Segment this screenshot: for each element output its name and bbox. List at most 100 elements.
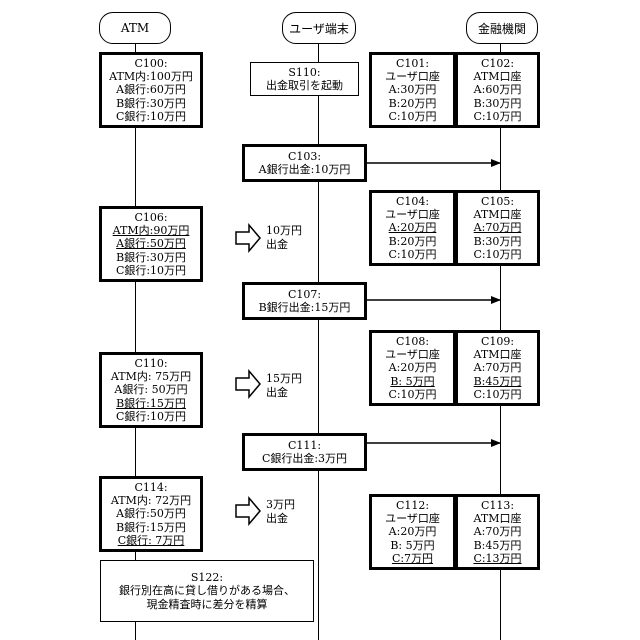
atm-total: ATM内: 72万円 [111,494,191,507]
step-id: S122: [191,571,223,584]
step-id: C100: [134,57,167,70]
bank-b-balance: B:30万円 [474,235,522,248]
cash-out-label: 出金 [266,238,302,252]
account-title: ユーザ口座 [385,70,440,83]
c105-atm-account: C105: ATM口座 A:70万円 B:30万円 C:10万円 [455,190,540,266]
bank-c-balance: C銀行: 7万円 [118,534,185,547]
atm-total: ATM内: 75万円 [111,370,191,383]
c106-atm-balance: C106: ATM内:90万円 A銀行:50万円 B銀行:30万円 C銀行:10… [99,206,203,282]
step-id: C107: [288,288,321,301]
bank-b-balance: B:45万円 [474,539,522,552]
step-text: A銀行出金:10万円 [259,163,351,176]
bank-a-balance: A:20万円 [389,525,437,538]
account-title: ATM口座 [474,512,522,525]
bank-c-balance: C:10万円 [473,388,521,401]
bank-b-balance: B銀行:30万円 [116,251,186,264]
cash-out-amount: 3万円 [266,498,295,512]
bank-c-balance: C:10万円 [388,388,436,401]
cash-out-amount: 10万円 [266,224,302,238]
step-id: C111: [288,439,321,452]
c100-atm-balance: C100: ATM内:100万円 A銀行:60万円 B銀行:30万円 C銀行:1… [99,52,203,128]
step-text: B銀行出金:15万円 [259,301,351,314]
step-text: C銀行出金:3万円 [262,452,347,465]
bank-a-balance: A銀行:50万円 [116,507,186,520]
cash-out-note: 10万円 出金 [266,224,302,251]
step-id: C106: [134,211,167,224]
step-id: C103: [288,150,321,163]
bank-c-balance: C:10万円 [388,248,436,261]
bank-c-balance: C:7万円 [392,552,433,565]
step-id: S110: [288,66,320,79]
cash-out-amount: 15万円 [266,372,302,386]
step-id: C113: [481,499,514,512]
bank-a-balance: A:70万円 [474,525,522,538]
c109-atm-account: C109: ATM口座 A:70万円 B:45万円 C:10万円 [455,330,540,406]
c114-atm-balance: C114: ATM内: 72万円 A銀行:50万円 B銀行:15万円 C銀行: … [99,476,203,552]
bank-a-balance: A:30万円 [389,83,437,96]
bank-a-balance: A:60万円 [474,83,522,96]
bank-b-balance: B:20万円 [389,97,437,110]
cash-out-arrow-icon [236,498,260,524]
cash-out-label: 出金 [266,512,295,526]
step-id: C114: [134,481,167,494]
bank-a-balance: A:20万円 [389,361,437,374]
bank-a-balance: A:20万円 [389,221,437,234]
bank-c-balance: C銀行:10万円 [116,264,186,277]
cash-out-arrow-icon [236,371,260,397]
cash-out-arrow-icon [236,225,260,251]
bank-a-balance: A:70万円 [474,361,522,374]
step-id: C112: [396,499,429,512]
c108-user-account: C108: ユーザ口座 A:20万円 B: 5万円 C:10万円 [369,330,456,406]
c113-atm-account: C113: ATM口座 A:70万円 B:45万円 C:13万円 [455,494,540,570]
bank-a-balance: A銀行:50万円 [116,237,186,250]
bank-a-balance: A銀行:60万円 [116,83,186,96]
account-title: ユーザ口座 [385,348,440,361]
step-id: C104: [396,195,429,208]
bank-c-balance: C銀行:10万円 [116,410,186,423]
account-title: ユーザ口座 [385,512,440,525]
bank-c-balance: C銀行:10万円 [116,110,186,123]
c107-withdraw-request: C107: B銀行出金:15万円 [242,282,367,320]
cash-out-note: 15万円 出金 [266,372,302,399]
cash-out-label: 出金 [266,386,302,400]
bank-a-balance: A銀行: 50万円 [114,383,187,396]
bank-b-balance: B: 5万円 [390,539,434,552]
bank-b-balance: B: 5万円 [390,375,434,388]
bank-b-balance: B銀行:15万円 [116,521,186,534]
step-id: C105: [481,195,514,208]
step-id: C108: [396,335,429,348]
s122-settlement-note: S122: 銀行別在高に貸し借りがある場合、 現金精査時に差分を精算 [100,560,314,622]
bank-c-balance: C:10万円 [473,110,521,123]
cash-out-note: 3万円 出金 [266,498,295,525]
c110-atm-balance: C110: ATM内: 75万円 A銀行: 50万円 B銀行:15万円 C銀行:… [99,352,203,428]
bank-a-balance: A:70万円 [474,221,522,234]
bank-b-balance: B:30万円 [474,97,522,110]
c112-user-account: C112: ユーザ口座 A:20万円 B: 5万円 C:7万円 [369,494,456,570]
s110-start-withdrawal: S110: 出金取引を起動 [250,62,359,96]
account-title: ATM口座 [474,70,522,83]
bank-b-balance: B:45万円 [474,375,522,388]
step-id: C109: [481,335,514,348]
step-id: C102: [481,57,514,70]
account-title: ATM口座 [474,208,522,221]
atm-total: ATM内:90万円 [113,224,190,237]
c103-withdraw-request: C103: A銀行出金:10万円 [242,144,367,182]
c111-withdraw-request: C111: C銀行出金:3万円 [242,433,367,471]
bank-b-balance: B銀行:30万円 [116,97,186,110]
bank-b-balance: B銀行:15万円 [116,397,186,410]
step-text-line2: 現金精査時に差分を精算 [147,598,268,611]
bank-c-balance: C:10万円 [388,110,436,123]
step-id: C101: [396,57,429,70]
c104-user-account: C104: ユーザ口座 A:20万円 B:20万円 C:10万円 [369,190,456,266]
step-text-line1: 銀行別在高に貸し借りがある場合、 [119,584,295,597]
account-title: ユーザ口座 [385,208,440,221]
step-id: C110: [134,357,167,370]
atm-total: ATM内:100万円 [109,70,193,83]
step-text: 出金取引を起動 [266,79,343,92]
bank-c-balance: C:13万円 [473,552,521,565]
bank-c-balance: C:10万円 [473,248,521,261]
bank-b-balance: B:20万円 [389,235,437,248]
c101-user-account: C101: ユーザ口座 A:30万円 B:20万円 C:10万円 [369,52,456,128]
account-title: ATM口座 [474,348,522,361]
